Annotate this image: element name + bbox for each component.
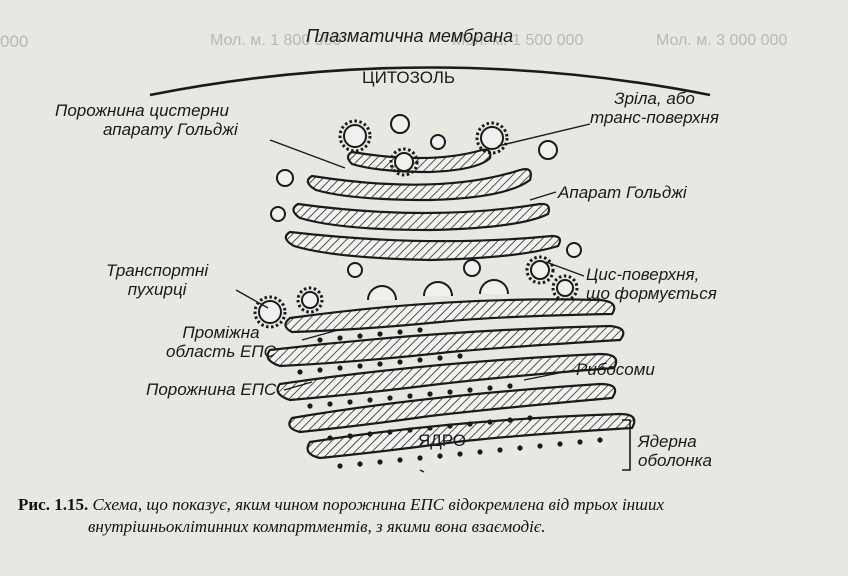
label-plasma-membrane: Плазматична мембрана — [306, 27, 513, 46]
caption-text-line2: внутрішньоклітинних компартментів, з яки… — [18, 516, 828, 538]
vesicle — [271, 207, 285, 221]
label-golgi-apparatus: Апарат Гольджі — [558, 183, 687, 202]
budding-vesicle — [368, 286, 396, 300]
label-ribosomes: Рибосоми — [576, 360, 655, 379]
label-cis-face-line1: Цис-поверхня, — [586, 265, 717, 284]
leader-golgi-lumen — [270, 140, 345, 168]
label-trans-face-line1: Зріла, або — [590, 89, 719, 108]
label-nuclear-envelope-line2: оболонка — [638, 451, 712, 470]
leader-golgi-apparatus — [530, 192, 556, 200]
coated-vesicle — [340, 121, 370, 151]
vesicle — [464, 260, 480, 276]
label-trans-face: Зріла, або транс-поверхня — [590, 89, 719, 127]
vesicle — [567, 243, 581, 257]
golgi-cistern-3 — [293, 204, 549, 230]
budding-vesicle — [480, 280, 508, 294]
label-trans-face-line2: транс-поверхня — [590, 108, 719, 127]
coated-vesicle — [477, 123, 507, 153]
vesicle — [348, 263, 362, 277]
label-intermediate-er-line2: область ЕПС — [166, 342, 276, 361]
leader-transport-vesicles — [236, 290, 268, 308]
coated-vesicle — [298, 288, 322, 312]
budding-vesicle — [424, 282, 452, 296]
leader-nucleus — [420, 470, 424, 472]
label-cytosol: ЦИТОЗОЛЬ — [362, 68, 455, 87]
label-transport-vesicles: Транспортні пухирці — [106, 261, 208, 299]
label-golgi-cistern-lumen-line1: Порожнина цистерни — [55, 101, 238, 120]
budding-vesicles — [368, 280, 508, 300]
caption-number: Рис. 1.15. — [18, 495, 88, 514]
label-cis-face-line2: що формується — [586, 284, 717, 303]
label-intermediate-er-line1: Проміжна — [166, 323, 276, 342]
golgi-cistern-2 — [308, 169, 531, 200]
label-intermediate-er: Проміжна область ЕПС — [166, 323, 276, 361]
label-nuclear-envelope-line1: Ядерна — [638, 432, 712, 451]
caption-text-line1: Схема, що показує, яким чином порожнина … — [92, 495, 664, 514]
vesicle — [539, 141, 557, 159]
label-nucleus: ЯДРО — [418, 431, 466, 450]
figure-caption: Рис. 1.15. Схема, що показує, яким чином… — [18, 494, 828, 538]
coated-vesicle — [553, 276, 577, 300]
golgi-apparatus — [286, 150, 560, 260]
label-golgi-cistern-lumen: Порожнина цистерни апарату Гольджі — [55, 101, 238, 139]
golgi-cistern-1 — [348, 150, 490, 172]
label-transport-vesicles-line1: Транспортні — [106, 261, 208, 280]
vesicle — [431, 135, 445, 149]
label-transport-vesicles-line2: пухирці — [106, 280, 208, 299]
label-nuclear-envelope: Ядерна оболонка — [638, 432, 712, 470]
vesicle — [391, 115, 409, 133]
endoplasmic-reticulum — [268, 299, 624, 432]
vesicle — [277, 170, 293, 186]
label-cis-face: Цис-поверхня, що формується — [586, 265, 717, 303]
label-er-lumen: Порожнина ЕПС — [146, 380, 276, 399]
label-golgi-cistern-lumen-line2: апарату Гольджі — [55, 120, 238, 139]
coated-vesicle — [527, 257, 553, 283]
coated-vesicle — [391, 149, 417, 175]
golgi-cistern-4 — [286, 232, 560, 260]
